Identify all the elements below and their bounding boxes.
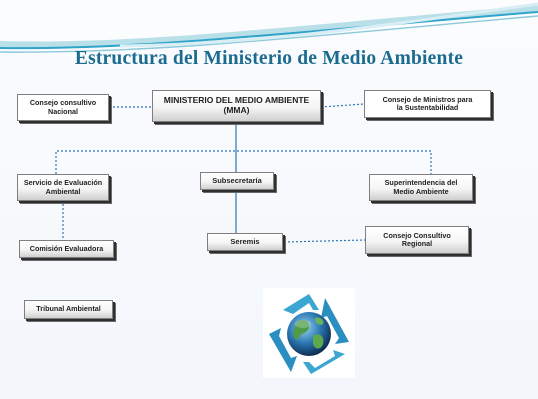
node-subsecretaria[interactable]: Subsecretaría [200, 172, 274, 190]
recycle-earth-icon [263, 288, 355, 378]
node-seremis[interactable]: Seremis [207, 233, 283, 251]
slide-title: Estructura del Ministerio de Medio Ambie… [74, 48, 464, 69]
node-tribunal-ambiental[interactable]: Tribunal Ambiental [24, 300, 113, 319]
node-consejo-consultivo-regional[interactable]: Consejo Consultivo Regional [365, 226, 469, 254]
header-wave [0, 2, 538, 53]
node-superintendencia[interactable]: Superintendencia del Medio Ambiente [369, 174, 473, 201]
node-consejo-ministros[interactable]: Consejo de Ministros para la Sustentabil… [364, 90, 491, 118]
node-ministerio[interactable]: MINISTERIO DEL MEDIO AMBIENTE (MMA) [152, 90, 321, 122]
node-servicio-evaluacion[interactable]: Servicio de Evaluación Ambiental [17, 174, 109, 201]
node-comision-evaluadora[interactable]: Comisión Evaluadora [19, 240, 114, 258]
node-consejo-consultivo-nacional[interactable]: Consejo consultivo Nacional [17, 94, 109, 121]
